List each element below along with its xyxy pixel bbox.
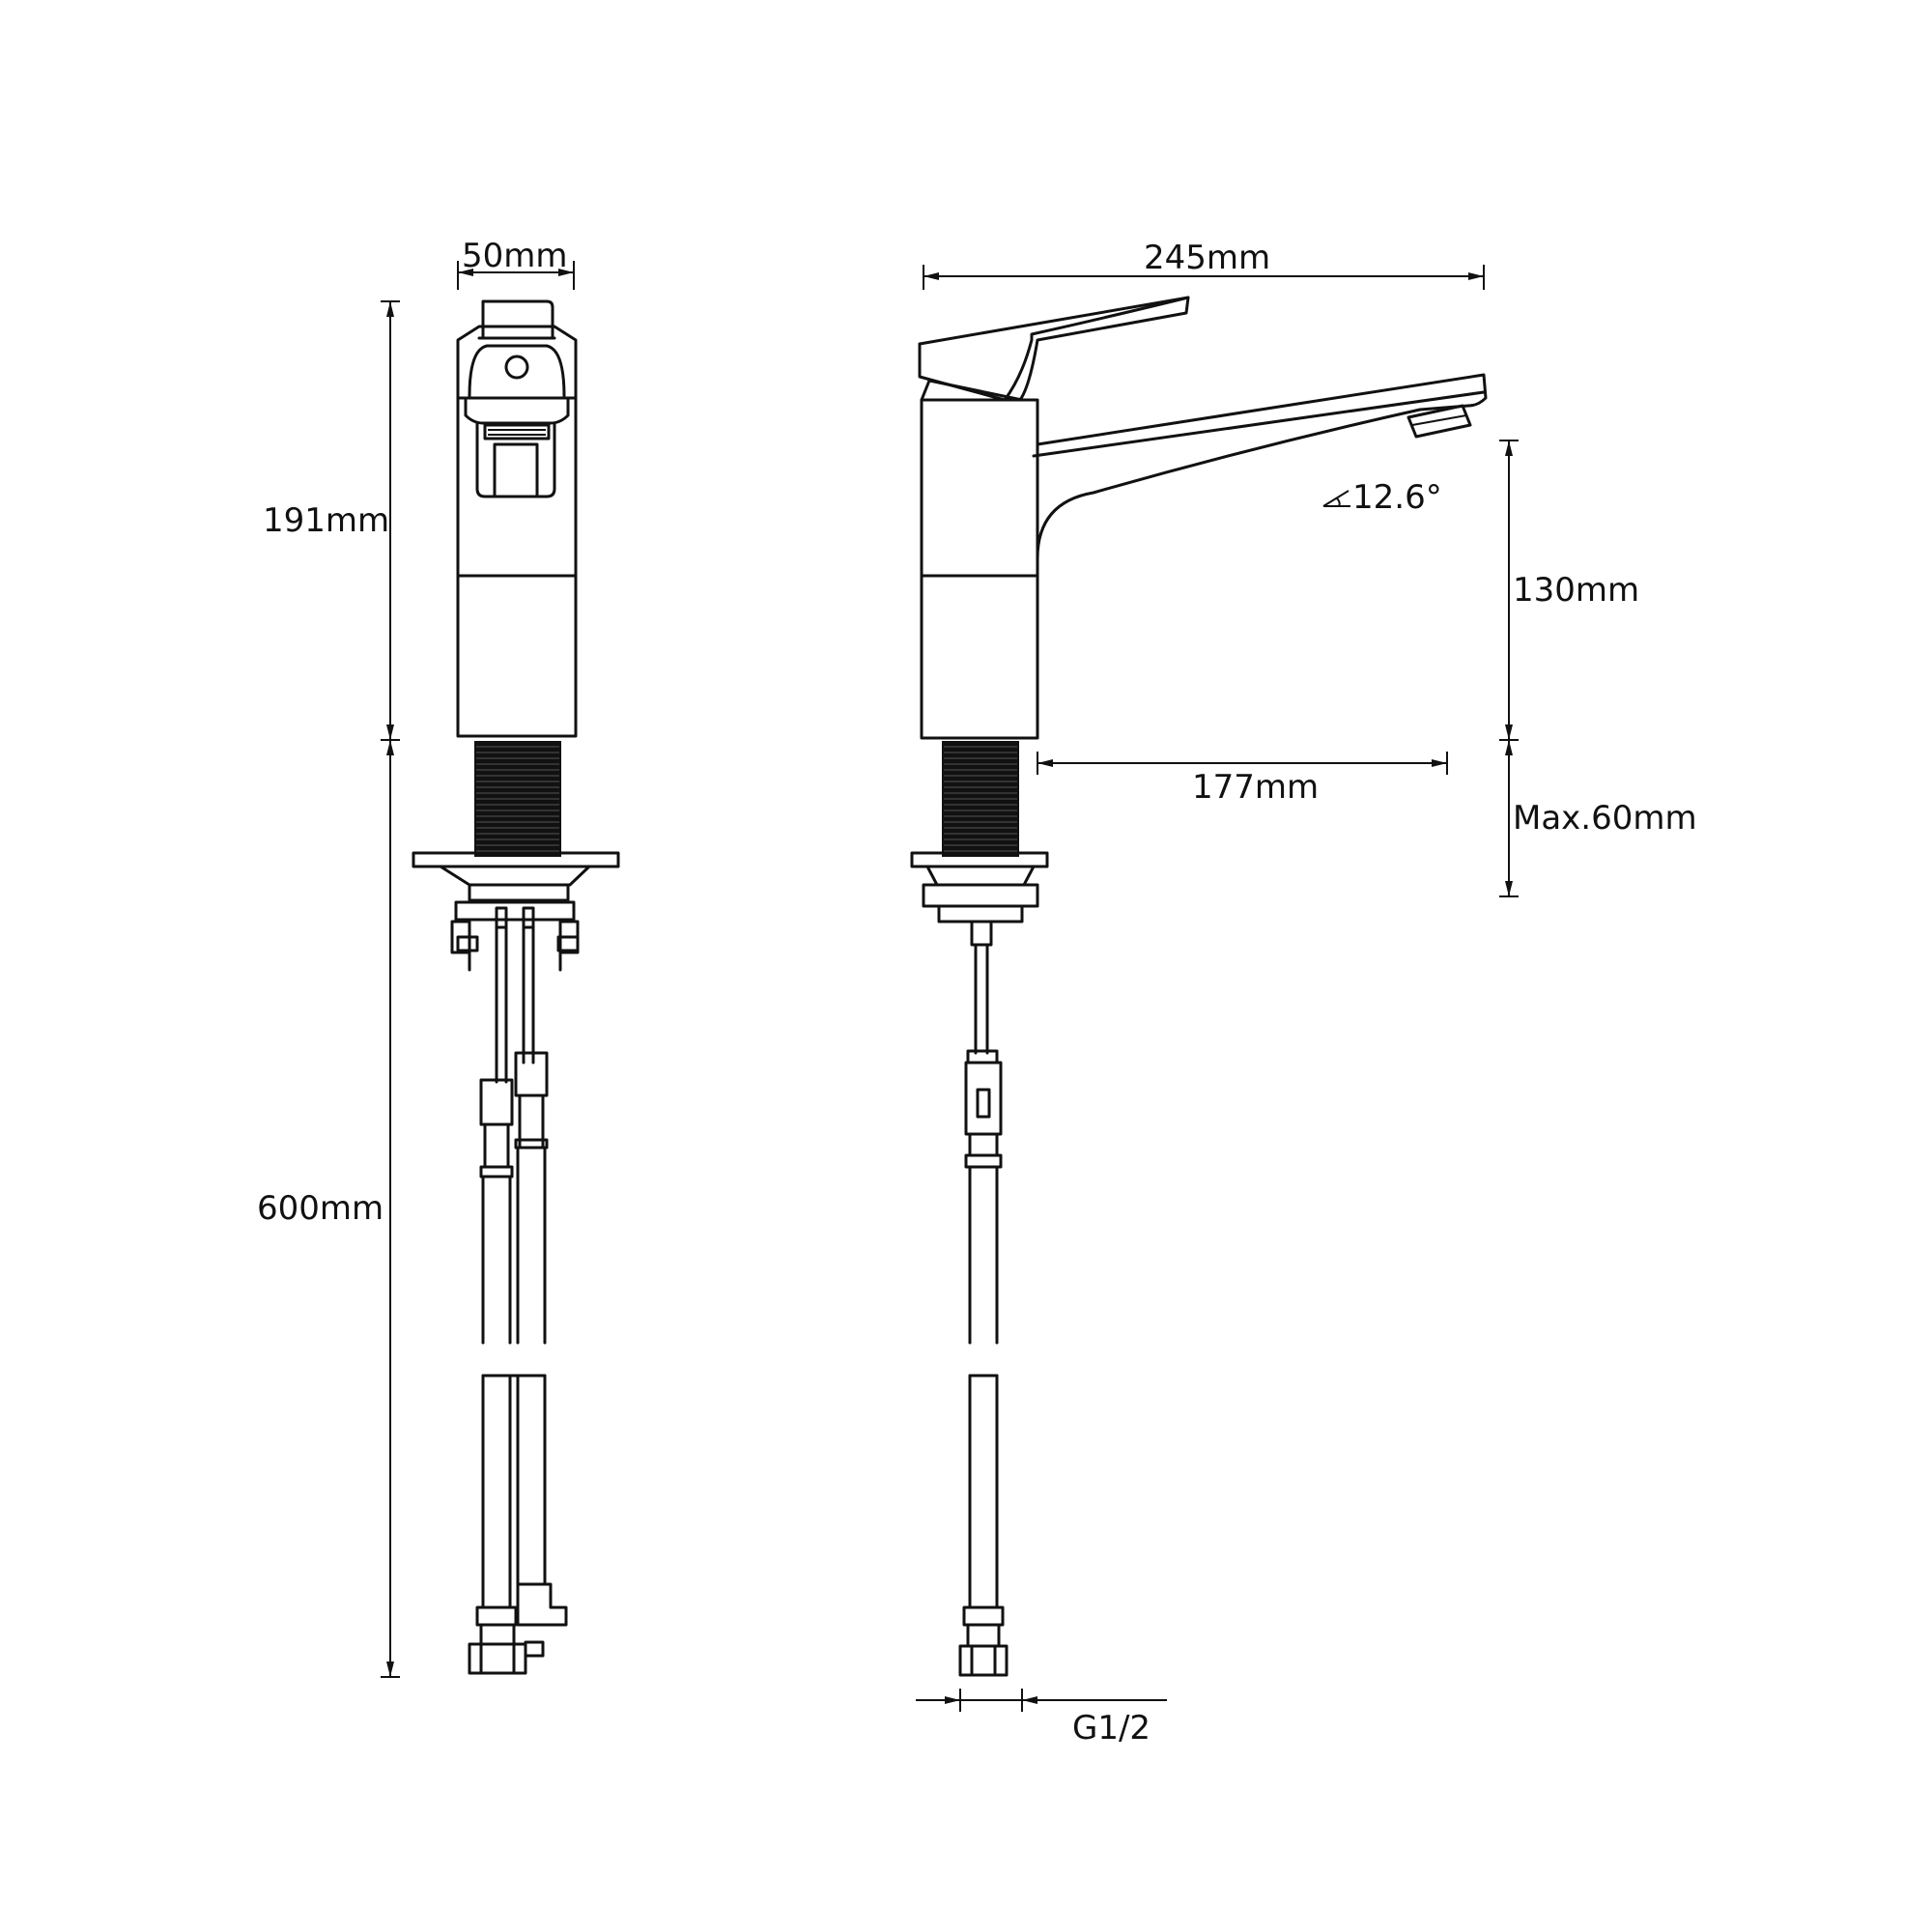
side-spout <box>1036 373 1488 560</box>
dim-spout-height: 130mm <box>1513 571 1639 610</box>
front-body <box>456 396 578 738</box>
front-lever <box>481 299 554 340</box>
side-hose-nut <box>958 1644 1009 1677</box>
front-view <box>412 299 620 1675</box>
side-view <box>910 296 1488 1677</box>
dimension-lines <box>381 261 1519 1712</box>
front-cap-hole <box>504 355 529 380</box>
side-lever <box>918 296 1190 402</box>
dim-width-top: 50mm <box>462 237 568 275</box>
dim-spout-angle: 12.6° <box>1352 478 1442 517</box>
side-hose-fitting <box>964 1061 1003 1136</box>
side-flange <box>910 851 1049 868</box>
front-thread-shank <box>474 741 561 857</box>
dim-height-upper: 191mm <box>263 501 389 540</box>
dimension-labels: 50mm 191mm 600mm 245mm 12.6° 130mm 177mm… <box>257 237 1697 1747</box>
front-flange <box>412 851 620 868</box>
side-thread-shank <box>942 741 1019 857</box>
dim-max-thickness: Max.60mm <box>1513 799 1697 838</box>
dim-reach: 177mm <box>1192 768 1319 807</box>
dim-length-total: 245mm <box>1144 239 1270 277</box>
front-hoses-upper <box>495 925 535 1084</box>
front-hose-nut <box>468 1642 527 1675</box>
dim-height-hose: 600mm <box>257 1189 384 1228</box>
front-hoses-lower <box>481 1148 547 1345</box>
dim-thread: G1/2 <box>1072 1709 1151 1747</box>
side-body <box>920 398 1039 740</box>
